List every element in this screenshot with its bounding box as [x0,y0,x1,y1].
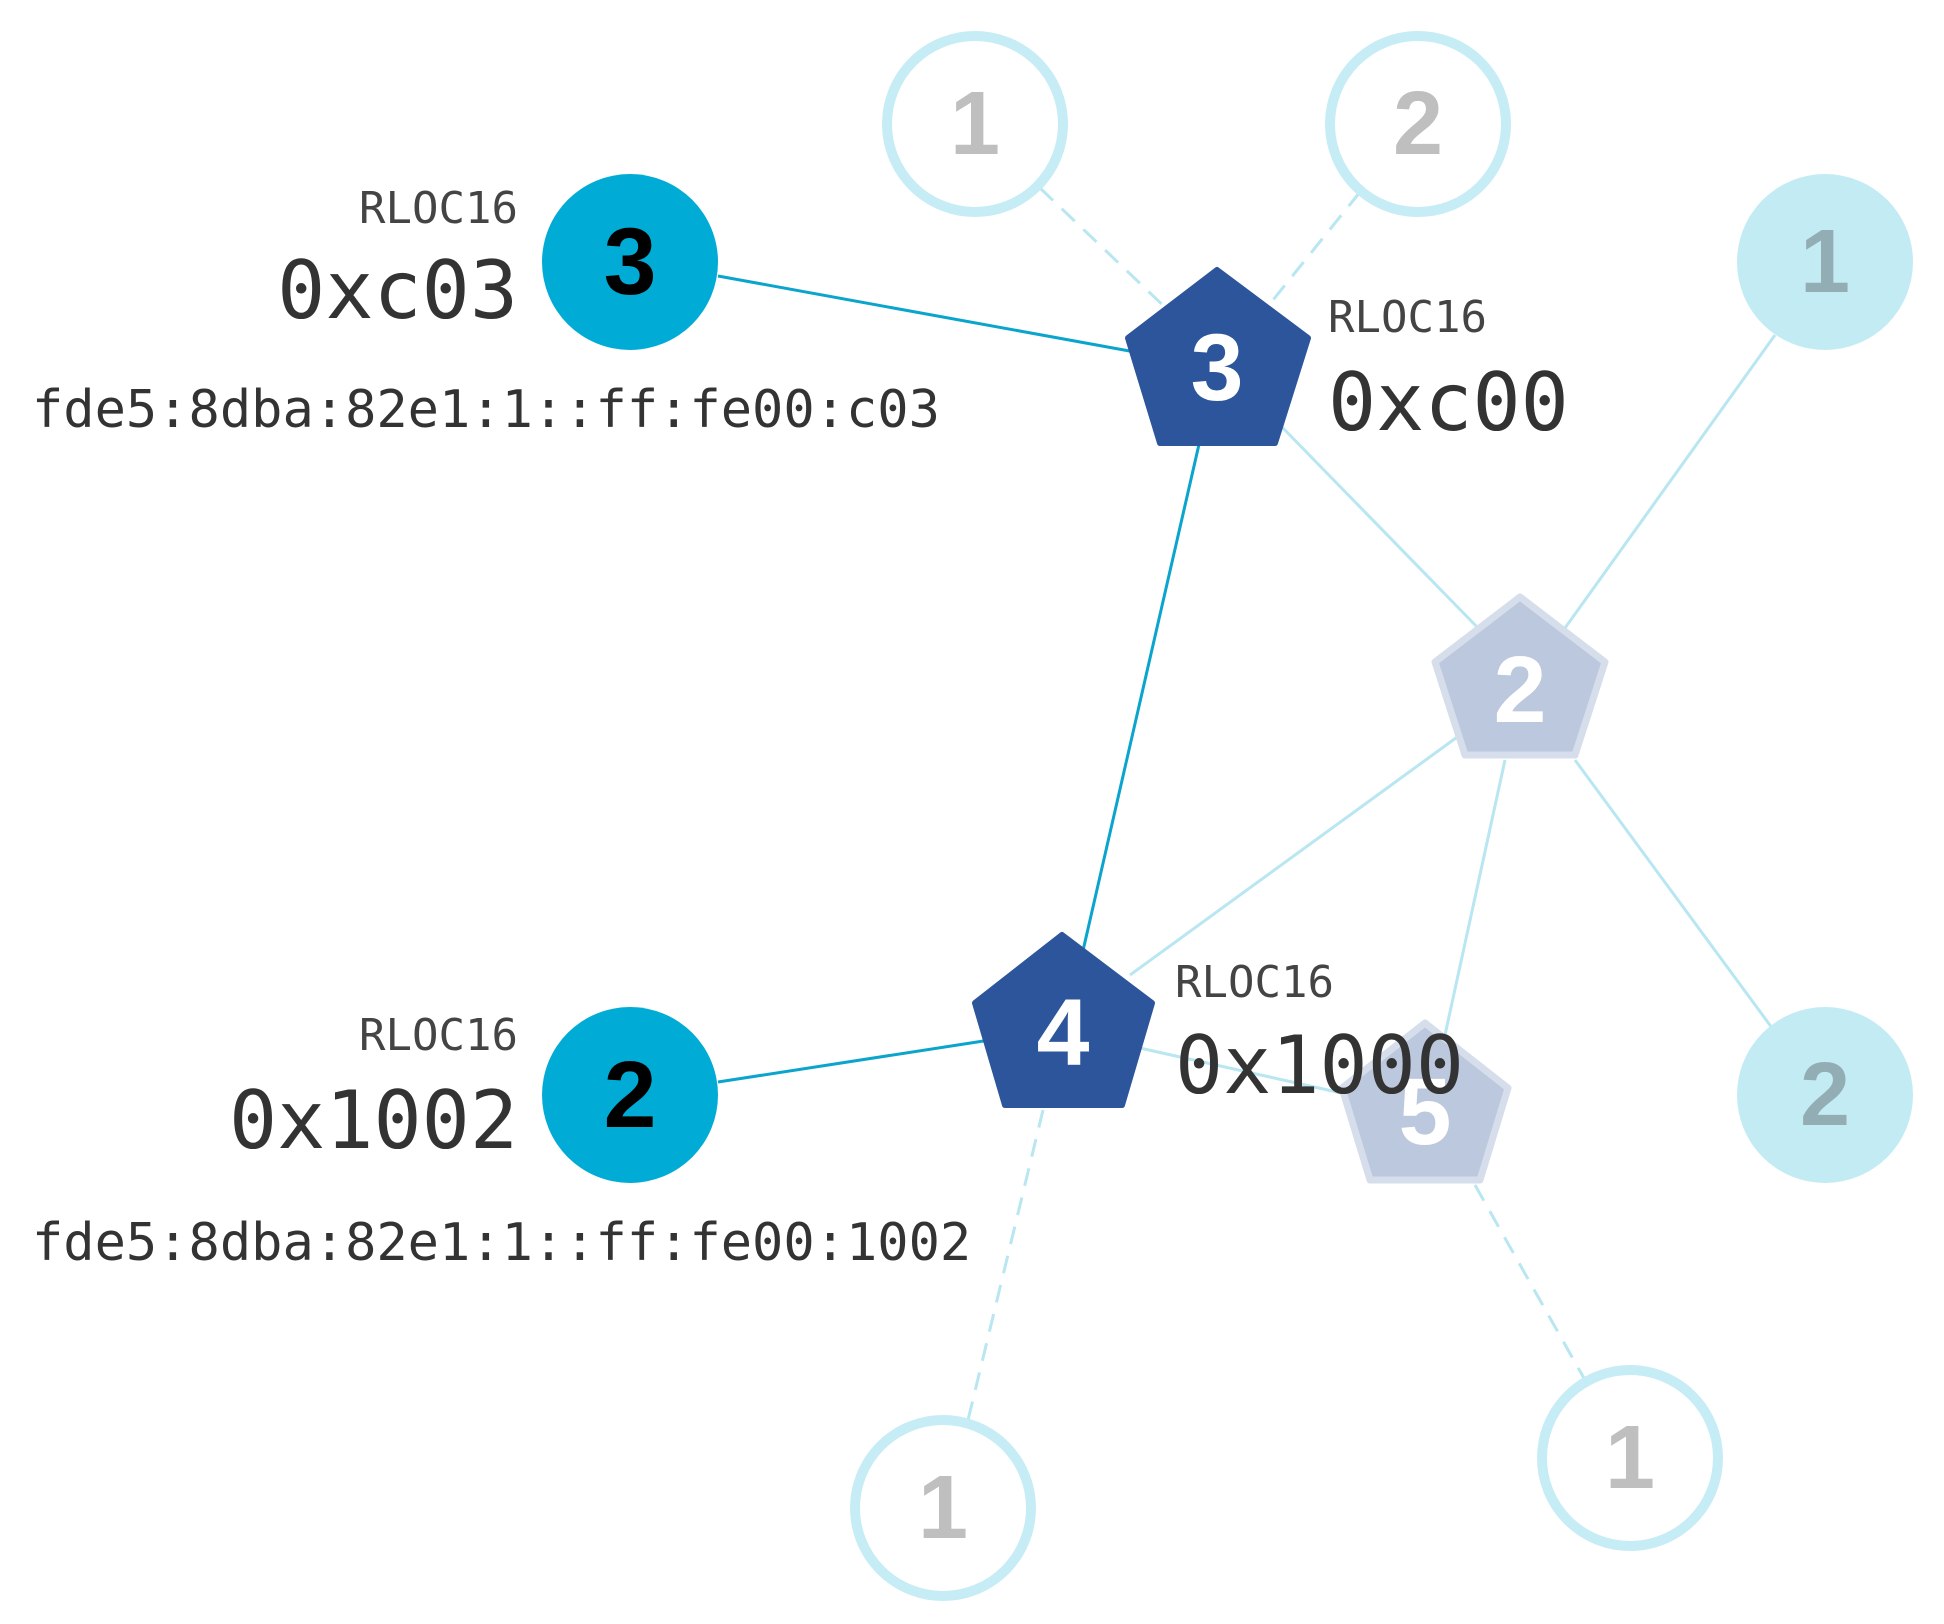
link-router2-to-child2-right [1573,759,1777,1033]
outline-child-number: 1 [918,1458,968,1558]
faded-child-right-bottom: 2 [1737,1007,1913,1183]
faded-router-number: 2 [1494,637,1547,743]
child-circle [542,174,718,350]
active-links [717,274,1202,1084]
outline-child-top-right: 2 [1325,31,1511,217]
rloc-value: 0xc03 [277,244,518,337]
link-child2-to-router4 [717,1038,991,1084]
outline-child-circle [1325,31,1511,217]
dashed-link-bottom-right-child [1473,1184,1587,1381]
faded-router-5: 5 [1338,1019,1512,1184]
child-bottom-labels: RLOC16 0x1002 fde5:8dba:82e1:1::ff:fe00:… [32,1010,971,1273]
link-router2-to-router5 [1443,759,1507,1036]
ipv6-address: fde5:8dba:82e1:1::ff:fe00:c03 [32,380,940,440]
dashed-links [966,186,1587,1421]
child-number: 2 [604,1042,657,1148]
faded-child-circle [1737,1007,1913,1183]
outline-child-number: 1 [950,74,1000,174]
link-router2-to-router4 [1129,733,1461,977]
outline-child-circle [850,1415,1036,1601]
child-circle [542,1007,718,1183]
rloc-label: RLOC16 [1175,957,1334,1008]
rloc-label: RLOC16 [1328,292,1487,343]
dashed-link-top-right-child [1263,191,1362,311]
outline-child-number: 1 [1605,1408,1655,1508]
outline-child-bottom-right: 1 [1537,1365,1723,1551]
rloc-value: 0x1002 [229,1074,518,1167]
router-4-node: 4 [972,932,1155,1108]
faded-child-number: 1 [1800,212,1850,312]
outline-child-bottom-left: 1 [850,1415,1036,1601]
faded-router-pentagon [1338,1019,1512,1184]
child-node-bottom: 2 [542,1007,718,1183]
router-pentagon [1125,267,1311,446]
outline-child-top-left: 1 [882,31,1068,217]
child-node-top: 3 [542,174,718,350]
child-number: 3 [604,209,657,315]
faded-child-circle [1737,174,1913,350]
link-router3-to-router2 [1278,423,1482,632]
rloc-value: 0x1000 [1175,1019,1464,1112]
leader-router-labels: RLOC16 0xc00 [1328,292,1569,449]
link-router3-to-router4 [1080,439,1202,956]
faded-links [1129,334,1777,1097]
router-pentagon [972,932,1155,1108]
dashed-link-bottom-left-child [966,1109,1045,1421]
router-number: 3 [1191,315,1244,421]
faded-child-number: 2 [1800,1045,1850,1145]
router-4-labels: RLOC16 0x1000 [1175,957,1464,1112]
outline-child-number: 2 [1393,74,1443,174]
ipv6-address: fde5:8dba:82e1:1::ff:fe00:1002 [32,1213,971,1273]
router-number: 4 [1037,980,1090,1086]
outline-child-circle [882,31,1068,217]
outline-child-circle [1537,1365,1723,1551]
rloc-label: RLOC16 [359,1010,518,1061]
link-router2-to-child1-right [1563,334,1777,629]
child-top-labels: RLOC16 0xc03 fde5:8dba:82e1:1::ff:fe00:c… [32,183,940,440]
link-router4-to-router5 [1139,1046,1351,1097]
faded-router-pentagon [1431,593,1609,759]
rloc-label: RLOC16 [359,183,518,234]
leader-router-node: 3 [1125,267,1311,446]
rloc-value: 0xc00 [1328,356,1569,449]
faded-child-right-top: 1 [1737,174,1913,350]
faded-router-number: 5 [1399,1059,1452,1165]
dashed-link-top-left-child [1038,186,1172,314]
faded-router-2: 2 [1431,593,1609,759]
link-child3-to-router3 [717,274,1136,354]
